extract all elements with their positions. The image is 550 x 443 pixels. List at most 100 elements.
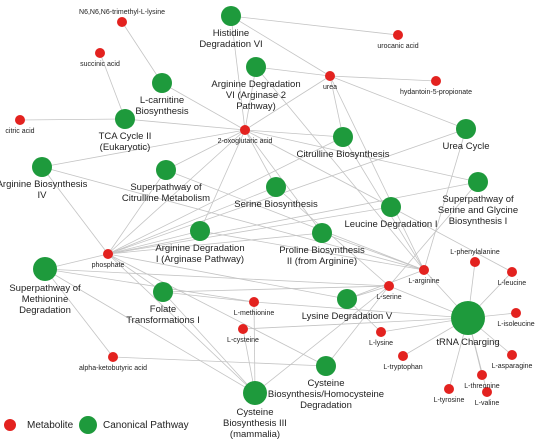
metabolite-marker-lmet (249, 297, 259, 307)
pathway-marker-argdeg1 (190, 221, 210, 241)
metabolite-label-urocanic: urocanic acid (377, 43, 418, 50)
metabolite-label-citric: citric acid (5, 128, 34, 135)
metabolite-marker-urea (325, 71, 335, 81)
metabolite-node-lasn[interactable]: L-asparagine (492, 350, 533, 370)
pathway-marker-supser (468, 172, 488, 192)
metabolite-node-alpha[interactable]: alpha-ketobutyric acid (79, 352, 147, 372)
metabolite-node-lval[interactable]: L-valine (475, 387, 500, 407)
edge-argbio4-larg (41, 166, 425, 271)
pathway-label-serbio: Serine Biosynthesis (234, 199, 318, 210)
pathway-node-citrbio[interactable]: Citrulline Biosynthesis (297, 127, 390, 160)
metabolite-marker-lser (384, 281, 394, 291)
edge-supmet-lser (44, 268, 390, 287)
metabolite-node-succinic[interactable]: succinic acid (80, 48, 120, 68)
metabolite-label-lasn: L-asparagine (492, 363, 533, 370)
network-edges (19, 15, 517, 394)
metabolite-node-lthr[interactable]: L-threonine (464, 370, 500, 390)
edge-supmet-alpha (44, 268, 114, 358)
metabolite-marker-phosphate (103, 249, 113, 259)
edge-citric-tca (19, 118, 126, 121)
pathway-marker-hist (221, 6, 241, 26)
edge-supcit-phosphate (107, 169, 167, 255)
pathway-node-serbio[interactable]: Serine Biosynthesis (234, 177, 318, 210)
metabolite-label-lile: L-isoleucine (497, 321, 534, 328)
metabolite-node-lphe[interactable]: L-phenylalanine (450, 249, 500, 267)
pathway-marker-leudeg (381, 197, 401, 217)
pathway-label-ureacyc: Urea Cycle (443, 141, 490, 152)
legend: Metabolite Canonical Pathway (4, 416, 189, 434)
pathway-marker-supcit (156, 160, 176, 180)
metabolite-node-lile[interactable]: L-isoleucine (497, 308, 535, 328)
metabolite-marker-lile (511, 308, 521, 318)
pathway-node-lysdeg[interactable]: Lysine Degradation V (302, 289, 393, 322)
pathway-label-tca: TCA Cycle II(Eukaryotic) (99, 131, 152, 153)
edge-hist-urocanic (230, 15, 399, 36)
edge-supser-phosphate (107, 181, 479, 255)
metabolite-node-lleu[interactable]: L-leucine (498, 267, 527, 287)
edge-phosphate-argdeg1 (107, 230, 201, 255)
pathway-node-tca[interactable]: TCA Cycle II(Eukaryotic) (99, 109, 152, 153)
metabolite-node-ltyr[interactable]: L-tyrosine (434, 384, 465, 404)
edge-lmet-cysbio3 (253, 301, 256, 394)
metabolite-node-lser[interactable]: L-serine (376, 281, 402, 301)
edge-tca-oxo (124, 118, 246, 131)
pathway-marker-citrbio (333, 127, 353, 147)
pathway-node-ureacyc[interactable]: Urea Cycle (443, 119, 490, 152)
metabolite-label-lleu: L-leucine (498, 280, 527, 287)
metabolite-node-lcys[interactable]: L-cysteine (227, 324, 259, 344)
metabolite-marker-succinic (95, 48, 105, 58)
metabolite-label-lser: L-serine (376, 294, 401, 301)
pathway-marker-cysbio3 (243, 381, 267, 405)
edge-argbio4-phosphate (41, 166, 109, 255)
edge-trna-lcys (242, 317, 469, 330)
edge-supmet-lmet (44, 268, 255, 303)
legend-metabolite-marker (4, 419, 16, 431)
pathway-marker-folate (153, 282, 173, 302)
metabolite-node-lmet[interactable]: L-methionine (234, 297, 275, 317)
metabolite-node-phosphate[interactable]: phosphate (92, 249, 125, 269)
metabolite-marker-llys (376, 327, 386, 337)
pathway-label-citrbio: Citrulline Biosynthesis (297, 149, 390, 160)
pathway-node-leudeg[interactable]: Leucine Degradation I (345, 197, 438, 230)
metabolite-marker-lleu (507, 267, 517, 277)
metabolite-node-llys[interactable]: L-lysine (369, 327, 393, 347)
pathway-node-trna[interactable]: tRNA Charging (436, 301, 500, 348)
metabolite-node-hydantoin[interactable]: hydantoin-5-propionate (400, 76, 472, 96)
metabolite-label-oxo: 2-oxoglutaric acid (218, 138, 273, 145)
legend-metabolite-label: Metabolite (27, 420, 74, 431)
metabolite-node-urocanic[interactable]: urocanic acid (377, 30, 419, 50)
metabolite-node-citric[interactable]: citric acid (5, 115, 35, 135)
metabolite-marker-lthr (477, 370, 487, 380)
edge-hist-urea (230, 15, 331, 77)
edge-phosphate-cysbio3 (107, 253, 256, 394)
metabolite-node-larg[interactable]: L-arginine (408, 265, 440, 285)
metabolite-node-oxo[interactable]: 2-oxoglutaric acid (218, 125, 273, 145)
metabolite-node-n6[interactable]: N6,N6,N6-trimethyl-L-lysine (79, 9, 165, 27)
edge-argdeg1-larg (199, 230, 425, 271)
metabolite-marker-hydantoin (431, 76, 441, 86)
edge-hist-oxo (230, 15, 246, 131)
metabolite-node-urea[interactable]: urea (323, 71, 337, 91)
edge-phosphate-folate (107, 253, 164, 293)
edge-lser-cysbio (325, 285, 390, 367)
metabolite-label-ltrp: L-tryptophan (383, 364, 422, 371)
edge-urea-hydantoin (329, 75, 437, 82)
pathway-marker-lcarn (152, 73, 172, 93)
metabolite-node-ltrp[interactable]: L-tryptophan (383, 351, 423, 371)
